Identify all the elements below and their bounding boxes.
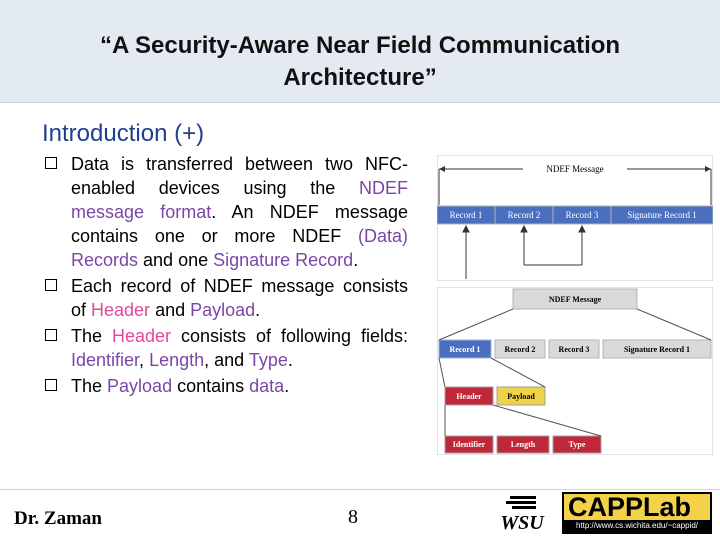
bullet-item: Data is transferred between two NFC-enab… xyxy=(44,152,408,272)
field-label: Type xyxy=(569,440,586,449)
record-box xyxy=(548,339,600,359)
signature-record-box xyxy=(610,205,713,225)
record-label: Record 2 xyxy=(505,345,536,354)
bullet-text: , xyxy=(139,350,150,370)
title-line-1: “A Security-Aware Near Field Communicati… xyxy=(99,32,621,59)
checkbox-bullet-icon xyxy=(45,279,57,291)
checkbox-bullet-icon xyxy=(45,379,57,391)
highlight-text: Length xyxy=(149,350,205,370)
bullet-item: Each record of NDEF message consists of … xyxy=(44,274,408,322)
record-label: Record 2 xyxy=(508,210,541,220)
bullet-text: The xyxy=(71,326,112,346)
header-label: Header xyxy=(456,392,482,401)
checkbox-bullet-icon xyxy=(45,329,57,341)
bullet-text: . xyxy=(353,250,359,270)
wsu-logo: WSU xyxy=(500,496,545,534)
field-label: Length xyxy=(511,440,536,449)
header-box xyxy=(444,386,494,406)
footer-divider xyxy=(0,489,720,490)
payload-box xyxy=(496,386,546,406)
wheat-icon xyxy=(506,496,536,509)
author-name: Dr. Zaman xyxy=(14,508,102,529)
title-line-2: Architecture” xyxy=(283,64,437,91)
message-header-box xyxy=(512,288,638,310)
bullet-text: , and xyxy=(204,350,249,370)
capplab-url: http://www.cs.wichita.edu/~cappid/ xyxy=(564,520,710,532)
bullet-text: and xyxy=(150,300,191,320)
payload-label: Payload xyxy=(507,392,535,401)
diagram-message-label: NDEF Message xyxy=(546,164,603,174)
wsu-logo-text: WSU xyxy=(500,512,545,534)
bullet-item: The Payload contains data. xyxy=(44,374,408,398)
capplab-logo-text: CAPPLab xyxy=(568,492,692,522)
signature-record-box xyxy=(602,339,712,359)
record-label: Record 1 xyxy=(450,210,483,220)
highlight-text: Header xyxy=(111,326,172,346)
diagram-message-label: NDEF Message xyxy=(549,295,602,304)
bullet-text: . An NDEF message contains one or more N… xyxy=(71,202,408,246)
bullet-text: Each record of NDEF message consists of xyxy=(71,276,408,320)
slide-title: “A Security-Aware Near Field Communicati… xyxy=(40,30,680,94)
highlight-text: Identifier xyxy=(71,350,140,370)
record-label: Record 3 xyxy=(566,210,599,220)
highlight-text: (Data) Records xyxy=(71,226,408,270)
bullet-item: The Header consists of following fields:… xyxy=(44,324,408,372)
page-number: 8 xyxy=(348,506,358,528)
connector-lines xyxy=(438,308,712,437)
ndef-record-detail-diagram: NDEF Message Record 1 Record 2 Record 3 … xyxy=(437,287,713,455)
field-box xyxy=(444,435,494,454)
title-band xyxy=(0,0,720,103)
highlight-text: data xyxy=(249,376,285,396)
bullet-text: contains xyxy=(172,376,250,396)
ndef-message-diagram: NDEF Message Record 1 Record 2 Record 3 … xyxy=(437,155,713,281)
pointer-arrows xyxy=(462,224,586,279)
highlight-text: NDEF message format xyxy=(71,178,408,222)
field-box xyxy=(552,435,602,454)
bullet-text: Data is transferred between two NFC-enab… xyxy=(71,154,408,198)
record-label: Signature Record 1 xyxy=(627,210,696,220)
capplab-logo: CAPPLab http://www.cs.wichita.edu/~cappi… xyxy=(562,492,712,534)
bullet-text: The xyxy=(71,376,108,396)
highlight-text: Type xyxy=(248,350,288,370)
checkbox-bullet-icon xyxy=(45,157,57,169)
field-label: Identifier xyxy=(453,440,486,449)
bullet-text: . xyxy=(284,376,290,396)
bullet-text: and one xyxy=(138,250,214,270)
record-box xyxy=(494,339,546,359)
record-box xyxy=(438,339,492,359)
field-box xyxy=(496,435,550,454)
bullet-list: Data is transferred between two NFC-enab… xyxy=(44,152,408,400)
highlight-text: Payload xyxy=(190,300,256,320)
highlight-text: Payload xyxy=(107,376,173,396)
highlight-text: Header xyxy=(91,300,151,320)
highlight-text: Signature Record xyxy=(213,250,354,270)
bullet-text: . xyxy=(255,300,261,320)
section-heading: Introduction (+) xyxy=(42,120,205,147)
bullet-text: consists of following fields: xyxy=(171,326,408,346)
record-label: Signature Record 1 xyxy=(624,345,690,354)
record-label: Record 3 xyxy=(559,345,590,354)
bullet-text: . xyxy=(287,350,293,370)
record-label: Record 1 xyxy=(450,345,481,354)
